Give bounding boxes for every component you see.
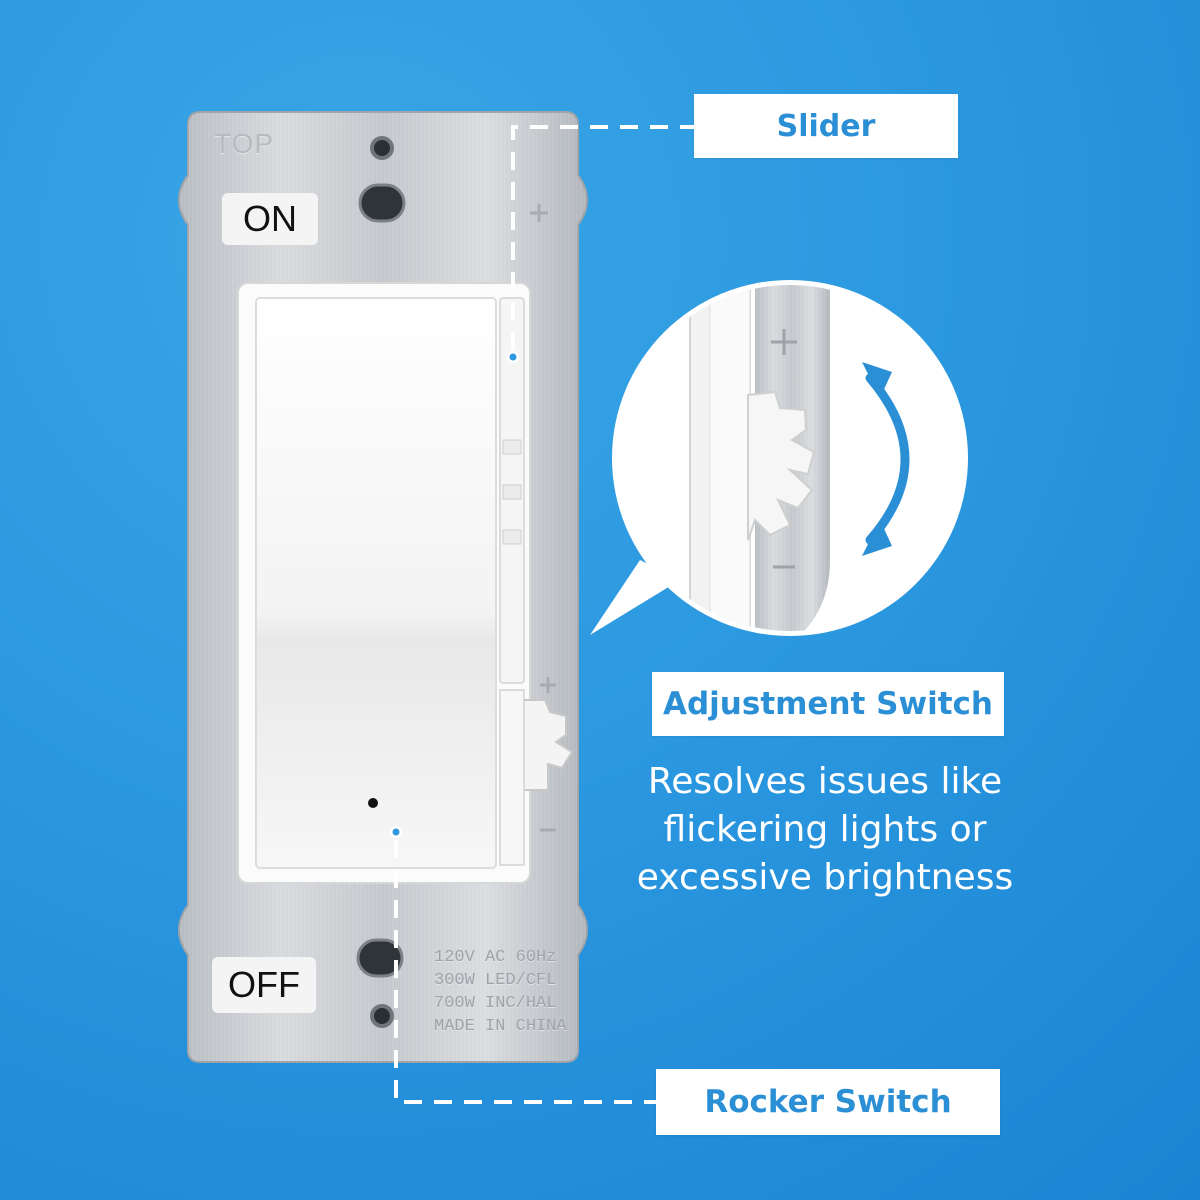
zoom-bubble [590,280,968,636]
slider-callout-label: Slider [694,94,958,158]
off-label: OFF [212,957,316,1013]
rocker-switch[interactable] [255,297,497,869]
plate-top-mark: TOP [214,128,275,159]
plate-plus-mark-icon [530,204,556,832]
slider-track[interactable] [499,297,525,684]
on-label: ON [222,193,318,245]
zoom-plus-minus-icon [771,329,797,569]
adjustment-switch-callout-label: Adjustment Switch [652,672,1004,736]
rocker-switch-callout-label: Rocker Switch [656,1069,1000,1135]
adjustment-description: Resolves issues like flickering lights o… [636,761,1014,898]
adjustment-gear-icon[interactable] [499,689,574,866]
mounting-hole-icon [356,136,406,1028]
zoom-gear-icon [747,390,816,541]
adjust-arrow-icon [865,373,910,545]
leader-lines [394,125,694,1104]
